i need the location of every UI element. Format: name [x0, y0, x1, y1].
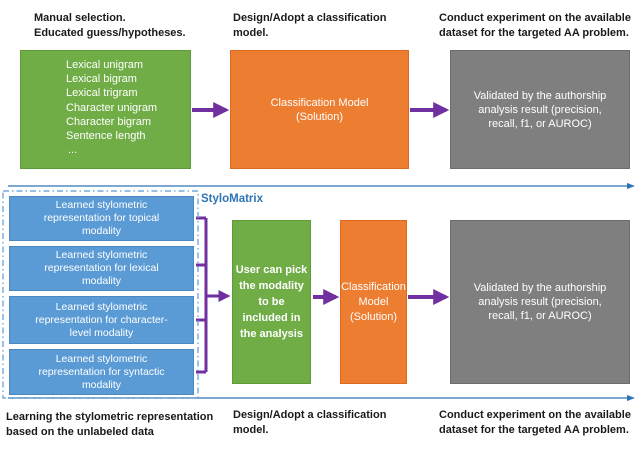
top-note-right: Conduct experiment on the available data… [439, 12, 631, 39]
stylomatrix-frame [2, 190, 199, 399]
bottom-note-left: Learning the stylometric representation … [6, 411, 214, 438]
modality-lexical: Learned stylometric representation for l… [9, 246, 194, 291]
feature-item: Lexical bigram [66, 73, 137, 86]
modality-picker-box: User can pick the modality to be include… [232, 220, 311, 384]
feature-item: Sentence length [66, 130, 146, 143]
feature-item: Lexical unigram [66, 59, 144, 71]
bottom-note-mid: Design/Adopt a classification model. [233, 409, 387, 436]
modality-syntactic: Learned stylometric representation for s… [9, 349, 194, 395]
validation-result-box-bottom: Validated by the authorship analysis res… [450, 220, 630, 384]
classification-model-box-bottom: Classification Model (Solution) [340, 220, 407, 384]
feature-item: ... [68, 144, 78, 157]
feature-item: Character unigram [66, 101, 158, 114]
feature-item: Lexical trigram [66, 87, 138, 100]
modality-topical: Learned stylometric representation for t… [9, 196, 194, 241]
bottom-note-right: Conduct experiment on the available data… [439, 409, 631, 436]
modality-character: Learned stylometric representation for c… [9, 296, 194, 344]
feature-item: Character bigram [66, 115, 151, 128]
stylomatrix-title: StyloMatrix [201, 193, 263, 205]
classification-model-box: Classification Model (Solution) [230, 50, 409, 169]
top-note-left: Manual selection. Educated guess/hypothe… [34, 12, 186, 39]
validation-result-box: Validated by the authorship analysis res… [450, 50, 630, 169]
top-note-mid: Design/Adopt a classification model. [233, 12, 387, 39]
